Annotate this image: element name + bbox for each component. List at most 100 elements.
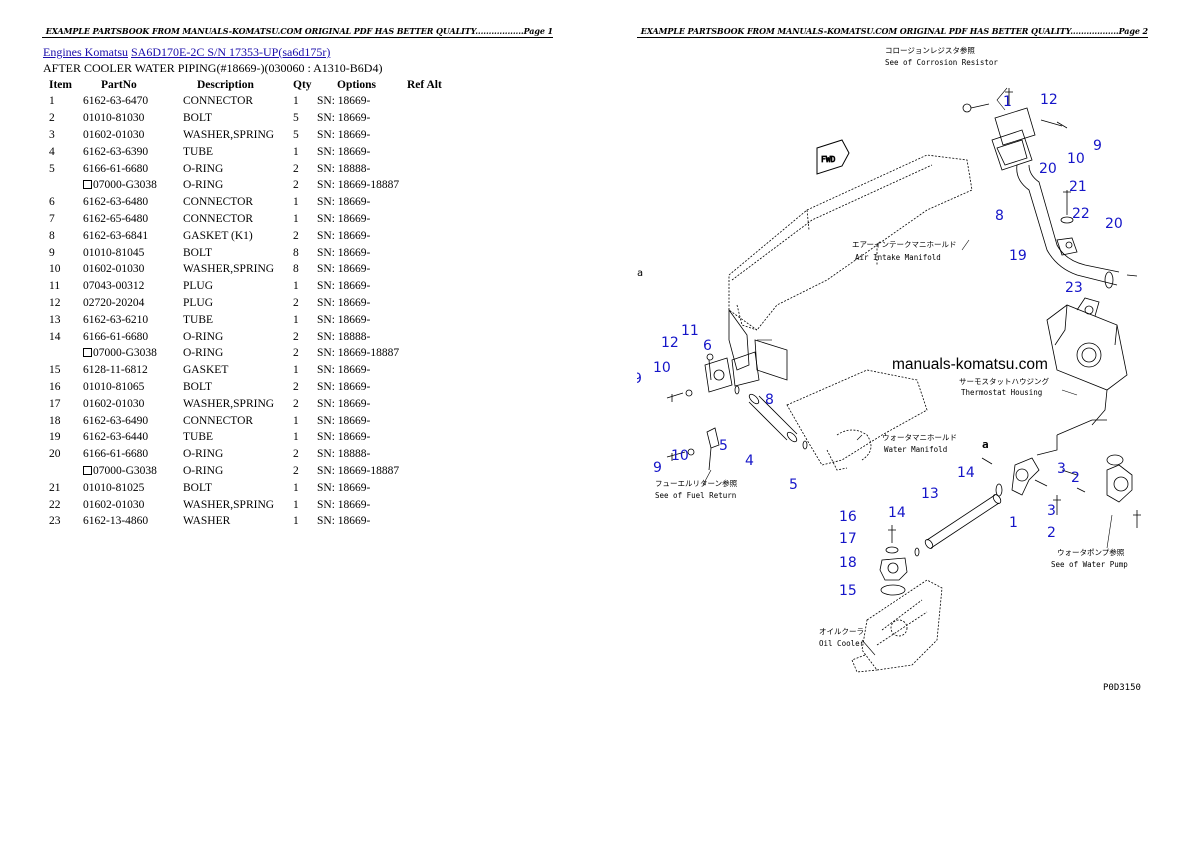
breadcrumb-link-engines[interactable]: Engines Komatsu — [43, 45, 128, 59]
cell-description: TUBE — [183, 313, 214, 326]
cell-description: CONNECTOR — [183, 196, 254, 209]
page-header: EXAMPLE PARTSBOOK FROM MANUALS-KOMATSU.C… — [640, 26, 1148, 36]
tube-13 — [914, 494, 1002, 557]
callout-20: 20 — [1039, 161, 1057, 177]
cell-partno: 6166-61-6680 — [83, 448, 149, 461]
cell-options: SN: 18669- — [317, 313, 371, 326]
page-title: AFTER COOLER WATER PIPING(#18669-)(03006… — [43, 61, 383, 75]
cell-qty: 2 — [293, 179, 299, 192]
cell-partno: 6128-11-6812 — [83, 364, 148, 377]
cell-options: SN: 18669- — [317, 515, 371, 528]
exploded-parts-diagram: FWD — [637, 45, 1141, 693]
callout-15: 15 — [839, 583, 857, 599]
cell-partno: 01602-01030 — [83, 397, 145, 410]
tube-4 — [734, 385, 808, 450]
cell-description: CONNECTOR — [183, 212, 254, 225]
cell-options: SN: 18669- — [317, 95, 371, 108]
cell-ref-alt — [407, 295, 457, 312]
callout-10: 10 — [671, 448, 689, 464]
callout-9: 9 — [653, 460, 662, 476]
cell-description: PLUG — [183, 280, 214, 293]
cell-description: CONNECTOR — [183, 95, 254, 108]
cell-partno: 01602-01030 — [83, 498, 145, 511]
pump-connector-assembly — [981, 419, 1141, 528]
cell-options: SN: 18888- — [317, 448, 371, 461]
cell-qty: 1 — [293, 364, 299, 377]
cell-ref-alt — [407, 227, 457, 244]
cell-item: 20 — [49, 448, 61, 461]
caption-thermostat-en: Thermostat Housing — [961, 388, 1042, 397]
cell-options: SN: 18669- — [317, 414, 371, 427]
air-intake-manifold — [728, 154, 973, 331]
cell-item: 8 — [49, 229, 55, 242]
breadcrumb: Engines Komatsu SA6D170E-2C S/N 17353-UP… — [43, 45, 330, 60]
callout-8: 8 — [765, 392, 774, 408]
callout-8: 8 — [995, 208, 1004, 224]
callout-13: 13 — [921, 486, 939, 502]
cell-partno: 01010-81065 — [83, 380, 145, 393]
cell-ref-alt — [407, 412, 457, 429]
caption-air-intake-jp: エアーインテークマニホールド — [852, 240, 957, 249]
column-header-qty: Qty — [293, 79, 312, 91]
cell-qty: 2 — [293, 380, 299, 393]
cell-qty: 2 — [293, 464, 299, 477]
cell-partno: 07000-G3038 — [83, 463, 183, 480]
cell-item: 23 — [49, 515, 61, 528]
cell-qty: 1 — [293, 515, 299, 528]
cell-options: SN: 18669- — [317, 296, 371, 309]
parts-table: Item PartNo Description Qty Options Ref … — [43, 77, 457, 530]
cell-options: SN: 18669-18887 — [317, 347, 400, 360]
cell-options: SN: 18669- — [317, 498, 371, 511]
cell-item: 12 — [49, 296, 61, 309]
caption-air-intake-en: Air Intake Manifold — [855, 253, 941, 262]
cell-partno: 01602-01030 — [83, 263, 145, 276]
callout-4: 4 — [745, 453, 754, 469]
cell-item: 2 — [49, 112, 55, 125]
leader-lines — [702, 87, 1113, 656]
reference-a-left: a — [637, 268, 643, 279]
caption-fuel-return-jp: フューエルリターン参照 — [655, 478, 738, 488]
cell-ref-alt — [407, 513, 457, 530]
callout-5: 5 — [789, 477, 798, 493]
cell-partno: 6162-63-6210 — [83, 313, 149, 326]
cell-qty: 8 — [293, 263, 299, 276]
callout-11: 11 — [681, 323, 699, 339]
cell-ref-alt — [407, 463, 457, 480]
cell-description: CONNECTOR — [183, 414, 254, 427]
cell-description: WASHER,SPRING — [183, 498, 275, 511]
cell-options: SN: 18669- — [317, 263, 371, 276]
cell-ref-alt — [407, 328, 457, 345]
cell-item: 19 — [49, 431, 61, 444]
cell-ref-alt — [407, 177, 457, 194]
cell-item: 16 — [49, 380, 61, 393]
cell-ref-alt — [407, 278, 457, 295]
cell-description: O-RING — [183, 162, 224, 175]
cell-qty: 5 — [293, 128, 299, 141]
cell-ref-alt — [407, 395, 457, 412]
callout-2: 2 — [1071, 470, 1080, 486]
breadcrumb-link-model[interactable]: SA6D170E-2C S/N 17353-UP(sa6d175r) — [131, 45, 331, 59]
cell-options: SN: 18669-18887 — [317, 464, 400, 477]
parts-list-page: EXAMPLE PARTSBOOK FROM MANUALS-KOMATSU.C… — [42, 26, 553, 530]
lower-connector-assembly — [879, 525, 908, 596]
cell-ref-alt — [407, 244, 457, 261]
cell-description: BOLT — [183, 481, 212, 494]
cell-ref-alt — [407, 496, 457, 513]
cell-qty: 2 — [293, 347, 299, 360]
cell-item: 14 — [49, 330, 61, 343]
cell-description: O-RING — [183, 179, 224, 192]
cell-description: PLUG — [183, 296, 214, 309]
cell-ref-alt — [407, 429, 457, 446]
cell-partno: 6162-63-6841 — [83, 229, 149, 242]
cell-ref-alt — [407, 479, 457, 496]
callout-21: 21 — [1069, 179, 1087, 195]
